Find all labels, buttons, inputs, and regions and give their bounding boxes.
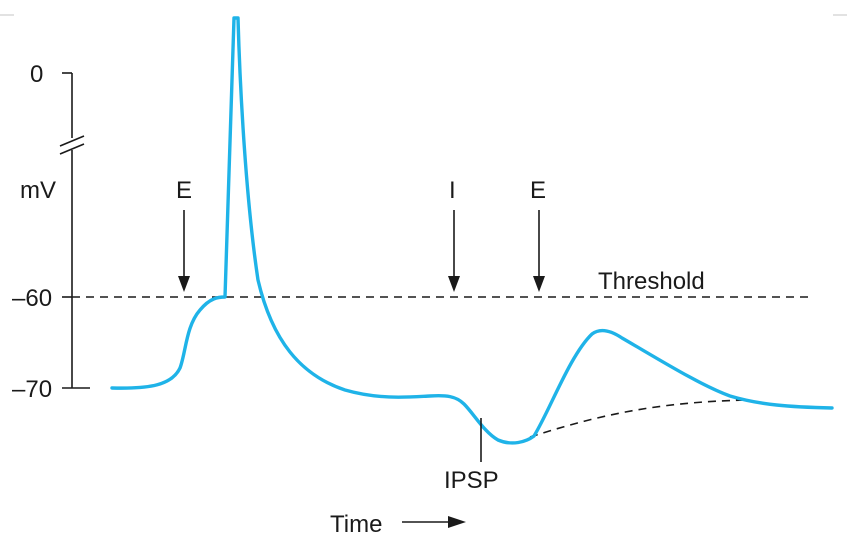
y-tick-label-rest: –70 (12, 376, 52, 403)
y-tick-label-threshold: –60 (12, 285, 52, 312)
y-axis (59, 72, 90, 389)
threshold-label: Threshold (598, 268, 705, 295)
y-axis-unit-label: mV (20, 177, 56, 204)
time-axis-label: Time (330, 511, 382, 538)
stimulus-label-e1: E (176, 177, 192, 204)
time-arrow (402, 516, 466, 528)
stimulus-label-i: I (449, 177, 456, 204)
stimulus-arrow-i: I (448, 177, 460, 292)
ipsp-label: IPSP (444, 467, 499, 494)
stimulus-arrow-e1: E (176, 177, 192, 292)
stimulus-arrow-e2: E (530, 177, 546, 292)
axis-break-mark-1 (59, 135, 85, 147)
membrane-potential-trace (110, 16, 834, 445)
stimulus-label-e2: E (530, 177, 546, 204)
ipsp-recovery-dashed-curve (529, 399, 749, 438)
axis-break-mark-2 (59, 143, 85, 155)
y-tick-label-zero: 0 (30, 61, 43, 88)
